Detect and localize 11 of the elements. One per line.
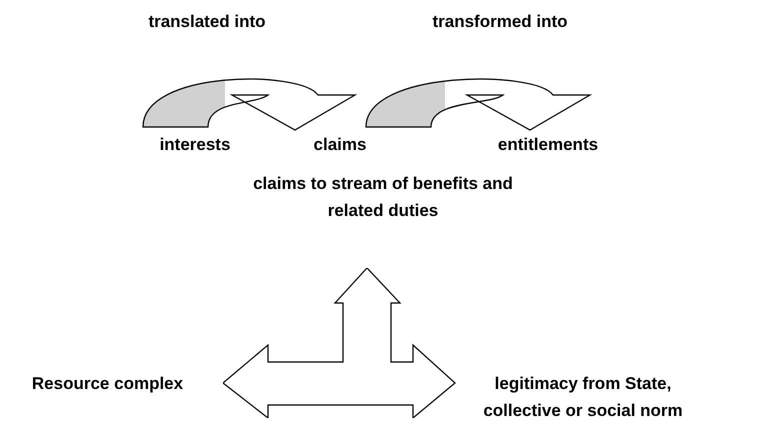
- text-label: interests: [148, 131, 242, 158]
- curved-block-arrow: [365, 78, 591, 131]
- curved-block-arrow: [142, 78, 356, 131]
- edge-label: translated into: [148, 12, 266, 32]
- edge-label: transformed into: [432, 12, 568, 32]
- text-label: claims: [302, 131, 378, 158]
- text-label: claims to stream of benefits and related duties: [230, 170, 536, 224]
- text-label: legitimacy from State, collective or social norm: [458, 370, 708, 424]
- text-label: entitlements: [488, 131, 608, 158]
- text-label: Resource complex: [5, 370, 210, 397]
- three-way-block-arrow: [223, 268, 456, 418]
